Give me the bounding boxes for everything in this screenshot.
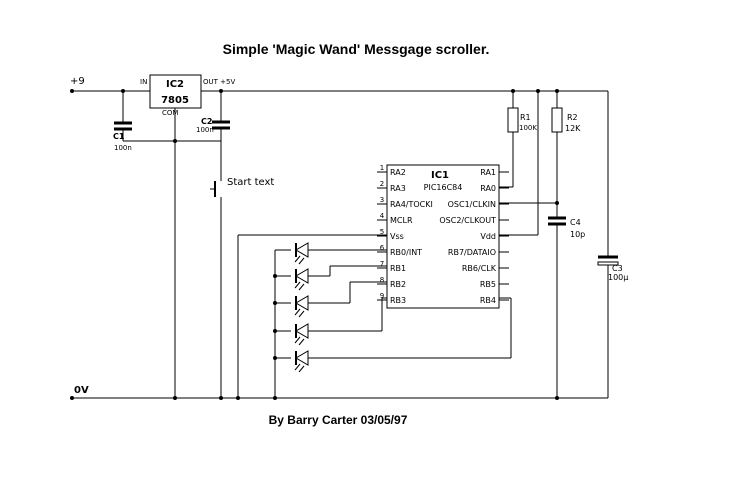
ic1-pin-number: 7 (380, 260, 384, 268)
ic1-part: PIC16C84 (424, 183, 463, 192)
ic1-pin-name: RA2 (390, 168, 406, 177)
ic1-pin-name: RB1 (390, 264, 406, 273)
ic1-pin-name: MCLR (390, 216, 413, 225)
ic2-out-label: OUT +5V (203, 78, 235, 86)
osc-junction (555, 201, 559, 205)
ic1-pin-name: RA1 (480, 168, 496, 177)
ic1-pin-number: 1 (380, 164, 384, 172)
ic2-ref: IC2 (166, 79, 184, 90)
c2-value: 100n (196, 126, 214, 134)
ic1-ref: IC1 (431, 170, 449, 181)
ic1-pin-number: 3 (380, 196, 384, 204)
led-bus-junction (273, 274, 277, 278)
ic1-pin-name: RA3 (390, 184, 406, 193)
resistor-r1 (499, 91, 519, 188)
r1-ref: R1 (520, 113, 531, 122)
capacitor-c4 (548, 216, 566, 398)
ic1-pin-number: 8 (380, 276, 384, 284)
vdd-junction (536, 89, 540, 93)
author-credit: By Barry Carter 03/05/97 (269, 413, 408, 427)
capacitor-c3 (597, 91, 619, 398)
led (294, 242, 309, 265)
c4-ref: C4 (570, 218, 581, 227)
ic1-pin-name: Vss (390, 232, 404, 241)
ic1-pin-name: RB7/DATAIO (448, 248, 496, 257)
ic1-pin-name: Vdd (480, 232, 496, 241)
ic1-pin-name: RA4/TOCKI (390, 200, 433, 209)
ic1-pin-name: RB4 (480, 296, 496, 305)
vss-net (237, 234, 387, 398)
rail-0v-label: 0V (74, 385, 89, 396)
r1-value: 100K (519, 124, 537, 132)
c3-ref: C3 (612, 264, 623, 273)
vdd-net (499, 91, 539, 236)
ic1-pin-name: RB2 (390, 280, 406, 289)
ic1-pin-name: RB5 (480, 280, 496, 289)
microcontroller-ic1: IC1 PIC16C84 (386, 164, 500, 309)
start-switch (210, 141, 222, 398)
led (294, 323, 309, 346)
capacitor-c2 (212, 91, 230, 141)
c3-value: 100μ (608, 273, 628, 282)
ic1-pin-number: 5 (380, 228, 384, 236)
c2-ref: C2 (201, 117, 212, 126)
c4-value: 10p (570, 230, 585, 239)
ic1-pin-name: RA0 (480, 184, 496, 193)
ic2-in-label: IN (140, 78, 147, 86)
regulator-ic2: IC2 7805 IN OUT +5V COM (140, 74, 235, 117)
ground-junctions (121, 89, 559, 400)
rail-0v-terminal (70, 396, 74, 400)
led-array (294, 242, 309, 373)
r2-value: 12K (565, 124, 581, 133)
capacitor-c1 (114, 91, 132, 141)
ic1-pin-name: OSC2/CLKOUT (439, 216, 496, 225)
ic1-pin-name: OSC1/CLKIN (448, 200, 496, 209)
switch-label: Start text (227, 177, 274, 188)
ic1-pin-number: 9 (380, 292, 384, 300)
ic1-pin-number: 6 (380, 244, 385, 252)
ic2-part: 7805 (161, 95, 189, 106)
led-bus-junction (273, 329, 277, 333)
rail-9v-terminal (70, 89, 74, 93)
ic1-pin-number: 4 (380, 212, 385, 220)
ic1-pin-number: 2 (380, 180, 384, 188)
schematic-title: Simple 'Magic Wand' Messgage scroller. (223, 41, 490, 57)
r2-ref: R2 (567, 113, 578, 122)
ic1-pin-name: RB3 (390, 296, 406, 305)
ic1-pin-name: RB6/CLK (462, 264, 497, 273)
c1-ref: C1 (113, 132, 125, 141)
led (294, 268, 309, 291)
ic1-pin-name: RB0/INT (390, 248, 422, 257)
ic2-com-label: COM (162, 109, 178, 117)
led (294, 350, 309, 373)
led (294, 295, 309, 318)
common-net (123, 108, 221, 398)
led-bus-junction (273, 301, 277, 305)
led-bus-junction (273, 356, 277, 360)
c1-value: 100n (114, 144, 132, 152)
rail-9v-label: +9 (70, 76, 85, 87)
